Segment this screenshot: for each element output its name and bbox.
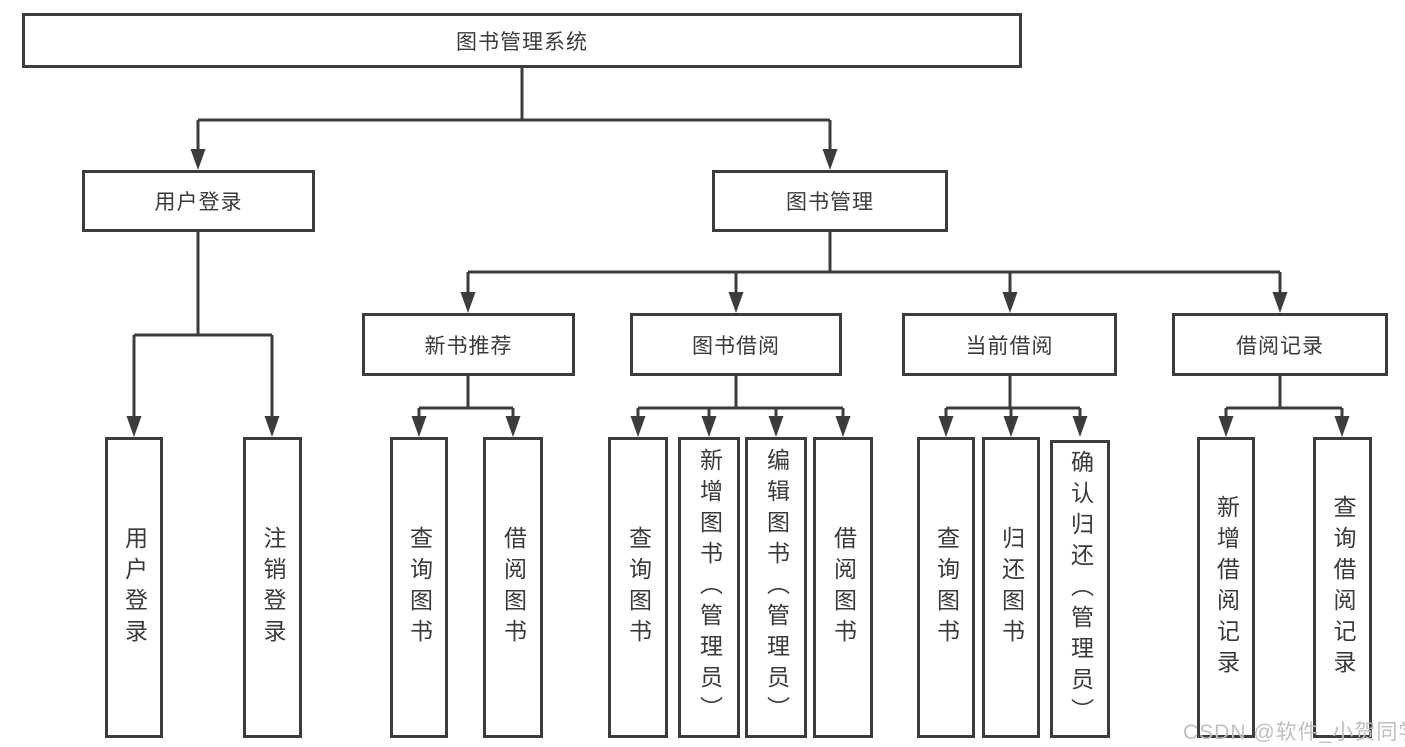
leaf-add-books-admin: 新增图书（管理员） (678, 437, 740, 738)
node-user-login-label: 用户登录 (154, 191, 243, 214)
leaf-query-books-borrow: 查询图书 (608, 437, 668, 738)
node-book-management-label: 图书管理 (786, 191, 874, 214)
csdn-watermark: CSDN @软件_小贺同学 (1183, 721, 1405, 744)
node-user-login-module: 用户登录 (82, 170, 315, 232)
leaf-user-login: 用户登录 (105, 437, 163, 738)
leaf-edit-books-admin: 编辑图书（管理员） (745, 437, 807, 738)
node-current-borrow: 当前借阅 (902, 313, 1117, 376)
node-new-book-recommend: 新书推荐 (362, 313, 575, 376)
leaf-borrow-books: 借阅图书 (813, 437, 873, 738)
leaf-confirm-return-admin: 确认归还（管理员） (1050, 440, 1110, 738)
node-book-borrow-label: 图书借阅 (692, 334, 780, 358)
node-book-management-module: 图书管理 (712, 170, 948, 232)
leaf-add-borrow-record: 新增借阅记录 (1197, 437, 1255, 738)
leaf-query-books-recommend: 查询图书 (390, 437, 448, 738)
node-borrow-records: 借阅记录 (1172, 313, 1388, 376)
arrowheads (126, 149, 1350, 437)
node-borrow-records-label: 借阅记录 (1236, 334, 1324, 358)
leaf-query-books-current: 查询图书 (917, 437, 975, 738)
node-root-label: 图书管理系统 (456, 30, 588, 54)
leaf-logout: 注销登录 (243, 437, 302, 738)
node-current-borrow-label: 当前借阅 (965, 334, 1054, 358)
leaf-query-borrow-record: 查询借阅记录 (1313, 437, 1372, 738)
node-new-book-recommend-label: 新书推荐 (424, 334, 513, 358)
leaf-borrow-books-recommend: 借阅图书 (483, 437, 543, 738)
node-book-borrow: 图书借阅 (630, 313, 842, 376)
node-root-system: 图书管理系统 (22, 13, 1022, 68)
leaf-return-books: 归还图书 (982, 437, 1040, 738)
